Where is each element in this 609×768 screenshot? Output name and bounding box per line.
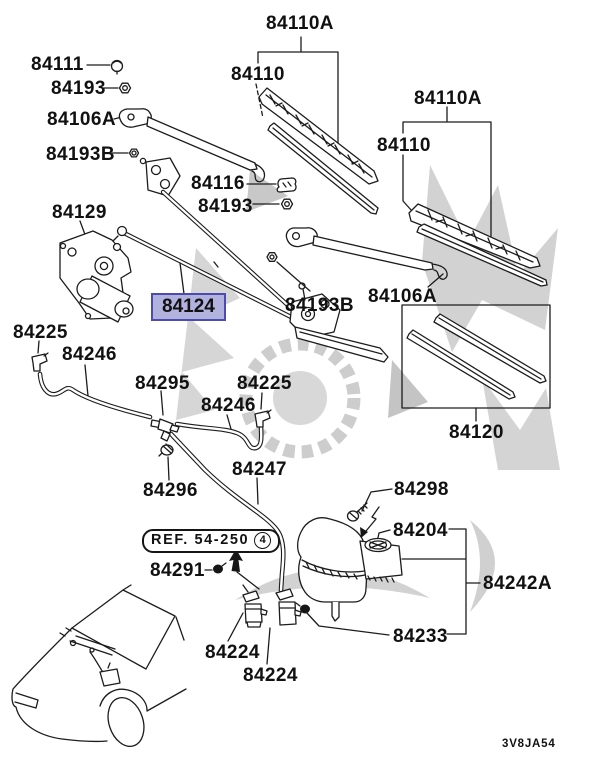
wiper-blade-top xyxy=(255,36,379,215)
car-sketch xyxy=(11,584,187,747)
part-label-84224-left[interactable]: 84224 xyxy=(205,642,260,663)
washer-tank xyxy=(296,488,481,635)
part-label-84246-left[interactable]: 84246 xyxy=(62,344,117,365)
part-label-84116[interactable]: 84116 xyxy=(191,173,245,194)
ref-callout[interactable]: REF. 54-250 4 xyxy=(142,529,281,553)
part-label-84120[interactable]: 84120 xyxy=(449,422,504,443)
part-label-84110a-right[interactable]: 84110A xyxy=(414,88,482,109)
small-fasteners xyxy=(86,59,311,292)
part-label-84110-top[interactable]: 84110 xyxy=(231,64,285,85)
wiper-linkage xyxy=(112,157,389,363)
part-label-84193b-left[interactable]: 84193B xyxy=(46,144,115,165)
part-label-84193b-right[interactable]: 84193B xyxy=(285,295,354,316)
part-label-84106a-right[interactable]: 84106A xyxy=(368,286,437,307)
ref-circled-number: 4 xyxy=(254,532,272,549)
part-label-84204[interactable]: 84204 xyxy=(393,520,448,541)
part-label-84193-mid[interactable]: 84193 xyxy=(198,196,253,217)
part-label-84242a[interactable]: 84242A xyxy=(483,573,552,594)
refill-strips-box xyxy=(401,304,551,422)
part-label-84110a-top[interactable]: 84110A xyxy=(266,13,334,34)
wiper-arm-right xyxy=(285,227,448,288)
part-label-84233[interactable]: 84233 xyxy=(393,626,448,647)
part-label-84225-right[interactable]: 84225 xyxy=(237,373,292,394)
part-label-84106a-left[interactable]: 84106A xyxy=(47,109,116,130)
part-label-84246-right[interactable]: 84246 xyxy=(201,395,256,416)
part-label-84247[interactable]: 84247 xyxy=(232,459,287,480)
part-label-84295[interactable]: 84295 xyxy=(135,373,190,394)
part-label-84110-right[interactable]: 84110 xyxy=(377,135,431,156)
part-label-84111[interactable]: 84111 xyxy=(31,54,84,75)
part-label-84296[interactable]: 84296 xyxy=(143,480,198,501)
washer-pumps xyxy=(204,549,390,665)
part-label-84193-top[interactable]: 84193 xyxy=(51,78,106,99)
part-label-84298[interactable]: 84298 xyxy=(394,479,449,500)
part-label-84124-highlight[interactable]: 84124 xyxy=(151,293,226,321)
wiper-arm-left xyxy=(113,108,266,183)
part-label-84291[interactable]: 84291 xyxy=(150,560,205,581)
part-label-84129[interactable]: 84129 xyxy=(52,202,107,223)
drawing-code: 3V8JA54 xyxy=(502,738,556,750)
part-label-84224-right[interactable]: 84224 xyxy=(243,665,298,686)
part-label-84225-left[interactable]: 84225 xyxy=(13,322,68,343)
wiper-motor xyxy=(59,220,134,323)
wiper-blade-right xyxy=(402,106,548,287)
ref-text: REF. 54-250 xyxy=(151,532,250,549)
washer-hoses xyxy=(31,340,286,593)
